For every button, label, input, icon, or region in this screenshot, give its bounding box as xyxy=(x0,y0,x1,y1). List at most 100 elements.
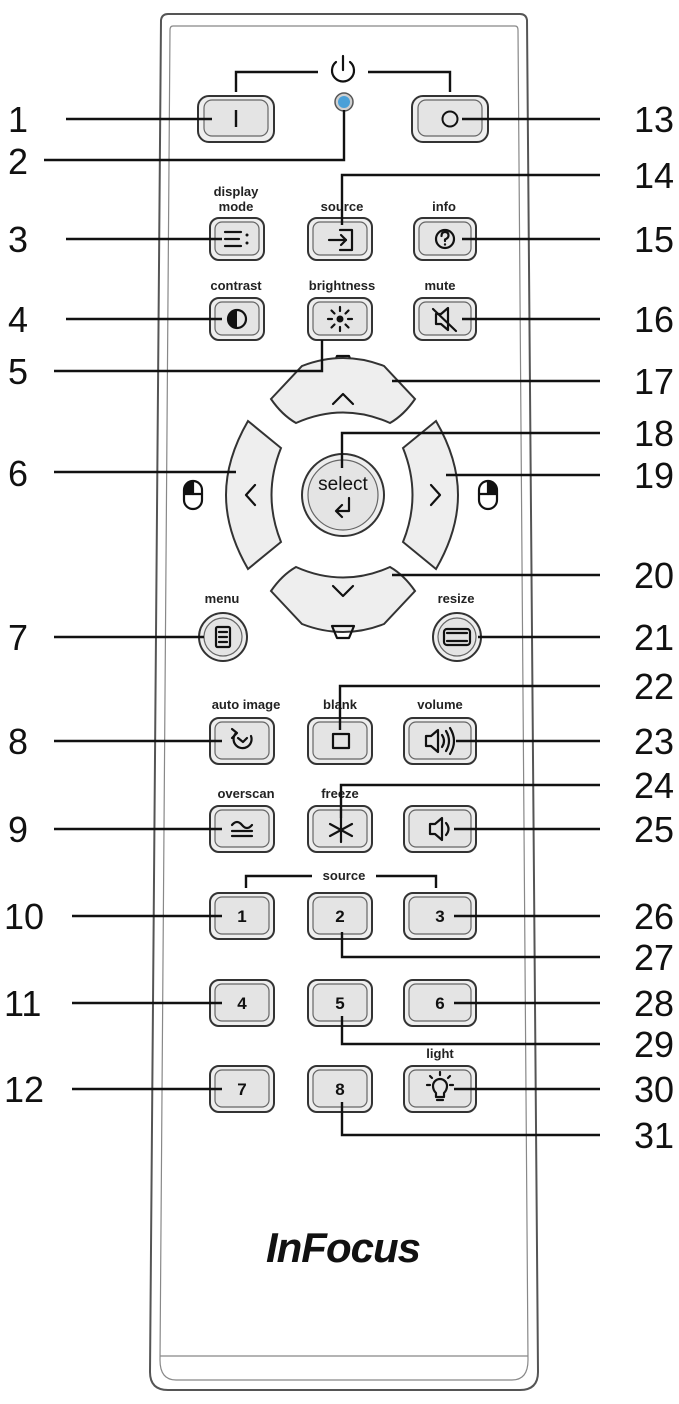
number-key-5[interactable]: 5 xyxy=(307,979,373,1027)
up-button[interactable] xyxy=(269,357,417,425)
brightness-label: brightness xyxy=(309,278,375,293)
callout-number: 30 xyxy=(634,1069,674,1110)
callout-number: 22 xyxy=(634,666,674,707)
number-key-label: 2 xyxy=(335,907,344,926)
callout-number: 21 xyxy=(634,617,674,658)
freeze-snowflake-icon xyxy=(328,816,354,844)
callout-number: 28 xyxy=(634,983,674,1024)
display-mode-button[interactable] xyxy=(209,217,265,261)
light-button[interactable] xyxy=(403,1065,477,1113)
callout-number: 29 xyxy=(634,1024,674,1065)
number-key-6[interactable]: 6 xyxy=(403,979,477,1027)
callout-number: 9 xyxy=(8,809,28,850)
contrast-label: contrast xyxy=(210,278,262,293)
light-label: light xyxy=(426,1046,454,1061)
auto-image-icon xyxy=(230,727,253,750)
source-input-icon xyxy=(327,228,354,252)
light-bulb-icon xyxy=(425,1070,455,1102)
info-button[interactable] xyxy=(413,217,477,261)
number-key-label: 8 xyxy=(335,1080,344,1099)
mouse-left-click-icon xyxy=(182,479,204,511)
volume-down-icon xyxy=(428,816,450,842)
dpad: select xyxy=(224,357,460,633)
overscan-button[interactable] xyxy=(209,805,275,853)
callout-number: 20 xyxy=(634,555,674,596)
callout-number: 11 xyxy=(4,983,41,1024)
menu-button[interactable] xyxy=(198,612,248,662)
display-mode-label-line1: display xyxy=(214,184,260,199)
select-label: select xyxy=(318,474,368,495)
power-off-button[interactable] xyxy=(411,95,489,143)
blank-button[interactable] xyxy=(307,717,373,765)
callout-number: 6 xyxy=(8,453,28,494)
menu-list-icon xyxy=(214,625,232,649)
callout-number: 12 xyxy=(4,1069,44,1110)
callout-number: 3 xyxy=(8,219,28,260)
power-on-button[interactable] xyxy=(197,95,275,143)
brand-logo: InFocus xyxy=(266,1224,420,1271)
callout-number: 19 xyxy=(634,455,674,496)
callout-number: 5 xyxy=(8,351,28,392)
number-key-1[interactable]: 1 xyxy=(209,892,275,940)
mute-label: mute xyxy=(424,278,455,293)
contrast-icon xyxy=(226,308,248,330)
callout-number: 16 xyxy=(634,299,674,340)
number-key-8[interactable]: 8 xyxy=(307,1065,373,1113)
number-key-2[interactable]: 2 xyxy=(307,892,373,940)
resize-label: resize xyxy=(438,591,475,606)
callout-number: 24 xyxy=(634,765,674,806)
callout-number: 27 xyxy=(634,937,674,978)
chevron-left-icon xyxy=(244,483,257,507)
callout-number: 13 xyxy=(634,99,674,140)
callout-number: 25 xyxy=(634,809,674,850)
contrast-button[interactable] xyxy=(209,297,265,341)
display-mode-label-line2: mode xyxy=(219,199,254,214)
callout-number: 15 xyxy=(634,219,674,260)
freeze-button[interactable] xyxy=(307,805,373,853)
chevron-down-icon xyxy=(331,584,355,598)
callout-number: 1 xyxy=(8,99,28,140)
callout-numbers: 1 2 3 4 5 6 7 8 9 10 11 12 13 14 15 16 1… xyxy=(4,99,674,1156)
info-label: info xyxy=(432,199,456,214)
left-button[interactable] xyxy=(224,419,283,571)
display-mode-icon xyxy=(223,230,249,248)
power-symbol-icon xyxy=(330,54,356,83)
blank-square-icon xyxy=(331,732,351,750)
resize-button[interactable] xyxy=(432,612,482,662)
callout-number: 7 xyxy=(8,617,28,658)
down-button[interactable] xyxy=(269,565,417,633)
power-bracket xyxy=(234,54,452,92)
right-button[interactable] xyxy=(401,419,460,571)
callout-number: 17 xyxy=(634,361,674,402)
callout-number: 26 xyxy=(634,896,674,937)
source-group-bracket: source xyxy=(244,868,438,888)
resize-screen-icon xyxy=(442,627,472,647)
power-off-icon xyxy=(441,110,459,128)
callout-number: 23 xyxy=(634,721,674,762)
callout-number: 31 xyxy=(634,1115,674,1156)
callout-number: 4 xyxy=(8,299,28,340)
brightness-button[interactable] xyxy=(307,297,373,341)
source-group-label: source xyxy=(323,868,366,883)
power-indicator-led xyxy=(334,92,354,112)
volume-up-button[interactable] xyxy=(403,717,477,765)
overscan-icon xyxy=(230,820,254,838)
callout-number: 18 xyxy=(634,413,674,454)
number-key-label: 4 xyxy=(237,994,247,1013)
select-button[interactable]: select xyxy=(301,453,385,537)
leader-lines xyxy=(44,110,600,1137)
callout-number: 2 xyxy=(8,141,28,182)
number-key-label: 3 xyxy=(435,907,444,926)
brightness-sun-icon xyxy=(326,305,354,333)
auto-image-label: auto image xyxy=(212,697,281,712)
number-key-label: 1 xyxy=(237,907,246,926)
menu-label: menu xyxy=(205,591,240,606)
enter-arrow-icon xyxy=(334,496,351,519)
number-key-label: 6 xyxy=(435,994,444,1013)
chevron-right-icon xyxy=(429,483,442,507)
source-button[interactable] xyxy=(307,217,373,261)
chevron-up-icon xyxy=(331,392,355,406)
number-key-7[interactable]: 7 xyxy=(209,1065,275,1113)
number-key-3[interactable]: 3 xyxy=(403,892,477,940)
volume-label: volume xyxy=(417,697,463,712)
